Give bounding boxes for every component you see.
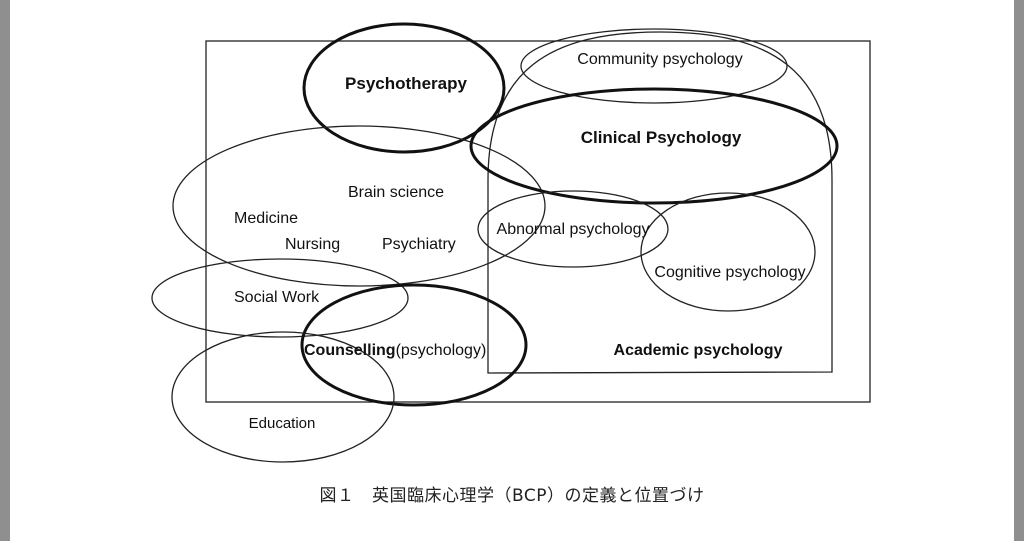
counselling-label-suffix: (psychology) xyxy=(396,342,487,359)
medicine-label: Medicine xyxy=(234,210,298,227)
counselling-ellipse xyxy=(300,283,528,407)
page: Psychotherapy Community psychology Clini… xyxy=(10,0,1014,541)
clinical-psychology-label: Clinical Psychology xyxy=(581,128,742,147)
education-ellipse xyxy=(171,331,395,463)
outer-frame xyxy=(205,40,871,403)
education-label: Education xyxy=(249,415,316,432)
cognitive-psychology-label: Cognitive psychology xyxy=(654,264,805,281)
community-psychology-label: Community psychology xyxy=(577,51,742,68)
abnormal-psychology-label: Abnormal psychology xyxy=(497,221,650,238)
brain-science-label: Brain science xyxy=(348,184,444,201)
counselling-label: Counselling(psychology) xyxy=(304,342,486,359)
academic-psychology-label: Academic psychology xyxy=(614,342,783,359)
abnormal-psychology-ellipse xyxy=(477,190,669,268)
psychotherapy-ellipse xyxy=(302,22,506,154)
psychiatry-label: Psychiatry xyxy=(382,236,456,253)
psychotherapy-label: Psychotherapy xyxy=(345,74,467,93)
social-work-label: Social Work xyxy=(234,289,320,306)
figure-caption: 図１ 英国臨床心理学（BCP）の定義と位置づけ xyxy=(319,486,705,506)
nursing-label: Nursing xyxy=(285,236,340,253)
counselling-label-main: Counselling xyxy=(304,342,396,359)
cognitive-psychology-ellipse xyxy=(640,192,816,312)
community-psychology-ellipse xyxy=(520,28,788,104)
clinical-psychology-ellipse xyxy=(469,87,839,205)
medicine-ellipse xyxy=(172,125,546,287)
social-work-ellipse xyxy=(151,258,409,338)
academic-psychology-region xyxy=(487,31,833,374)
venn-diagram: Psychotherapy Community psychology Clini… xyxy=(151,22,871,463)
